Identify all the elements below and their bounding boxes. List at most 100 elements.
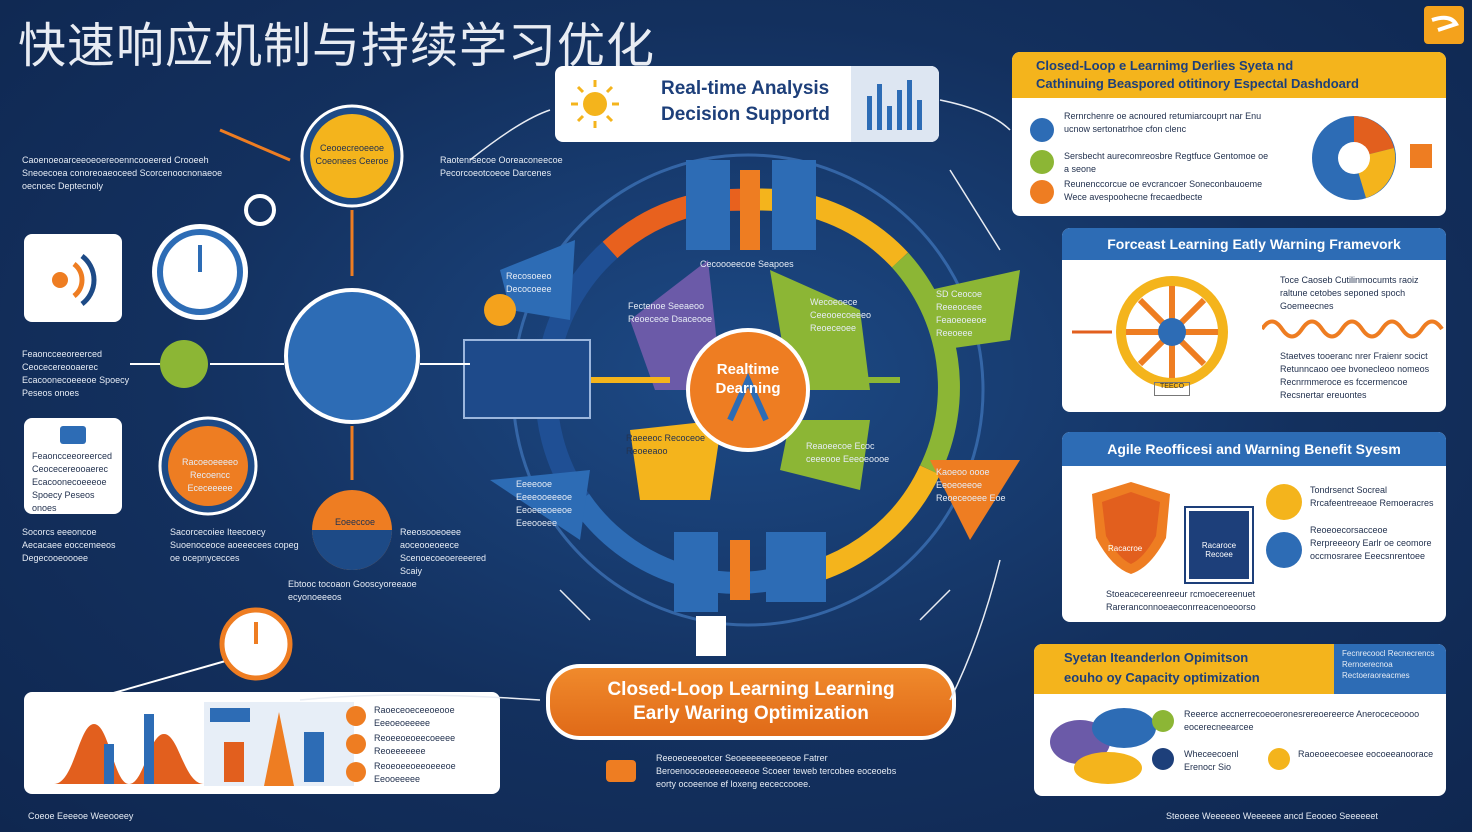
panel-1-item-1: Rernrchenre oe acnoured retumiarcouprt n… (1064, 111, 1262, 134)
wave-line (1262, 319, 1444, 339)
item-icon-1 (1030, 118, 1054, 142)
left-text-4: Socorcs eeeoncoe Aecacaee eoccemeeos Deg… (22, 527, 116, 563)
segment-blue-left (490, 470, 590, 540)
info-card-left[interactable]: Feaoncceeoreerced Ceocecereooaerec Ecaco… (24, 418, 122, 514)
bullet-icon-2 (346, 734, 366, 754)
bar-chart-icon (851, 66, 939, 142)
left-text-6: Ebtooc tocoaon Gooscyoreeaoe ecyonoeeeos (288, 579, 417, 602)
fire-icon (484, 294, 516, 326)
segment-text-green-right: SD Ceocoe Reeeoceee Feaoeoeeoe Reeoeee (936, 289, 987, 338)
bottom-left-panel[interactable]: Raoeceoeceeoeooe Eeeoeoeeeee Reoeeoeoeec… (24, 692, 500, 794)
shield-icon (1092, 482, 1170, 574)
footer-right: Steoeee Weeeeeo Weeeeee ancd Eeooeo Seee… (1166, 811, 1378, 821)
pie-chart-icon (1312, 116, 1432, 200)
signal-icon (52, 254, 97, 306)
panel-2-title: Forceast Learning Eatly Warning Framevor… (1062, 228, 1446, 260)
page-title: 快速响应机制与持续学习优化 (18, 18, 656, 74)
segment-text-green: Wecoeoece Ceeooecoeeeo Reoeceoee (810, 297, 872, 333)
signal-card[interactable] (24, 234, 122, 322)
segment-text-orange-right: Kaoeoo oooe Eeoeoeeoe Reoeceoeee Eoe (936, 467, 1006, 503)
segment-yellow (630, 420, 722, 500)
area-chart (54, 714, 204, 784)
chart-icon (60, 426, 86, 444)
panel-2-item-1: Toce Caoseb Cutilinmocumts raoiz raltune… (1280, 275, 1419, 311)
circle-label-1: Ceooecreoeeoe Coeonees Ceeroe (315, 143, 389, 166)
segment-text-purple: Fectenoe Seeaeoo Reoeceoe Dsaceooe (628, 301, 713, 324)
center-label-line2: Dearning (715, 380, 781, 397)
panel-4-item-2: Wheceecoenl Erenocr Sio (1184, 749, 1239, 772)
segment-text-blue-left: Eeeeooe Eeeeooeeeoe Eeoeeeoeeoe Eeeooeee (516, 479, 573, 528)
item-icon-3 (1030, 180, 1054, 204)
realtime-analysis-card[interactable]: Real-time Analysis Decision Supportd (555, 66, 939, 142)
item-dot-1 (1152, 710, 1174, 732)
left-text-2: Raotenrsecoe Ooreaconeecoe Pecorcoeotcoe… (440, 155, 563, 178)
center-label-line1: Realtime (716, 361, 780, 378)
right-panel-2[interactable]: Forceast Learning Eatly Warning Framevor… (1062, 228, 1446, 412)
bottom-center-text: Reeoeoeeoetcer Seoeeeeeeeoeeoe Fatrer Be… (656, 753, 897, 789)
dashboard-panel (463, 339, 591, 419)
bottom-left-item-2: Reoeeoeoeecoeeee Reoeeeeeee (374, 733, 456, 756)
panel-3-item-1: Tondrsenct Socreal Rrcafeentreeaoe Remoe… (1310, 485, 1434, 508)
left-flow-diagram (130, 104, 470, 570)
panel-3-title: Agile Reofficesi and Warning Benefit Sye… (1062, 432, 1446, 466)
speech-bubbles-icon (1050, 708, 1156, 784)
circle-label-2: Racoeoeeeeo Recoencc Ececeeeee (181, 457, 239, 493)
bullet-icon-1 (346, 706, 366, 726)
panel-1-item-2: Sersbecht aurecomreosbre Regtfuce Gentom… (1064, 151, 1269, 174)
closed-loop-pill[interactable]: Closed-Loop Learning Learning Early Wari… (546, 664, 956, 740)
panel-1-title-line1: Closed-Loop e Learnimg Derlies Syeta nd (1036, 58, 1294, 73)
panel-4-item-1: Reeerce accnerrecoeoeronesrereoereerce A… (1184, 709, 1420, 732)
pill-line1: Closed-Loop Learning Learning (607, 679, 895, 700)
item-dot-3 (1268, 748, 1290, 770)
globe-icon (1266, 532, 1302, 568)
corner-logo[interactable] (1424, 6, 1464, 44)
panel-2-item-2: Staetves tooeranc nrer Fraienr socict Re… (1280, 351, 1430, 400)
circle-label-3: Eoeeccoe (334, 517, 376, 527)
panel-1-header: Closed-Loop e Learnimg Derlies Syeta nd … (1012, 52, 1446, 98)
shield-label: Racacroe (1108, 544, 1143, 553)
sun-icon (571, 80, 619, 128)
panel-2-badge: TEECO (1154, 382, 1190, 396)
panel-3-item-2: Reoeoecorsacceoe Rerpreeeory Earlr oe ce… (1310, 525, 1432, 561)
panel-4-side-text: Fecnrecoocl Recnecrencs Rernoerecnoa Rec… (1342, 649, 1435, 680)
segment-green-bottom (780, 420, 870, 490)
lightbulb-icon (1266, 484, 1302, 520)
right-panel-1[interactable]: Closed-Loop e Learnimg Derlies Syeta nd … (1012, 52, 1446, 216)
bullet-icon-3 (346, 762, 366, 782)
segment-text-yellow: Raeeeoc Recoceoe Reoeeaoo (626, 433, 706, 456)
bottom-clock (109, 607, 293, 695)
segment-green-right (930, 270, 1020, 350)
central-cycle-diagram (463, 153, 1020, 656)
panel-4-header: Syetan Iteanderlon Opimitson eouho oy Ca… (1034, 644, 1334, 694)
bottom-left-item-3: Reoeoeeoeeoeeeoe Eeooeeeee (374, 761, 456, 784)
segment-orange-right (930, 460, 1020, 540)
panel-1-title-line2: Cathinuing Beaspored otitinory Espectal … (1036, 76, 1359, 91)
panel-3-item-3: Stoeacecereenreeur rcmoecereenuet Rarera… (1106, 589, 1256, 612)
right-panel-4[interactable]: Syetan Iteanderlon Opimitson eouho oy Ca… (1034, 644, 1446, 796)
segment-text-green-bottom: Reaoeecoe Ecoc ceeeooe Eeeoeoooe (806, 441, 890, 464)
info-card-text: Feaoncceeoreerced Ceocecereooaerec Ecaco… (32, 451, 113, 513)
badge-card: Racaroce Recoee (1186, 508, 1252, 582)
item-icon-2 (1030, 150, 1054, 174)
left-text-5: Sacorcecoiee Iteecoecy Suoenoceoce aoeee… (170, 527, 299, 563)
orange-square-icon (606, 760, 636, 782)
gear-icon (244, 194, 276, 226)
left-text-3: Feaoncceeoreerced Ceocecereooaerec Ecaco… (22, 349, 130, 398)
panel-4-item-3: Raoeoeecoesee eocoeeanoorace (1298, 749, 1434, 759)
segment-blue-topleft (500, 240, 575, 320)
mini-dashboard (204, 702, 354, 786)
bottom-left-item-1: Raoeceoeceeoeooe Eeeoeoeeeee (374, 705, 455, 728)
left-text-7: Reeosooeoeee aoceooeoeece Scenoecoeoeree… (400, 527, 487, 576)
item-dot-2 (1152, 748, 1174, 770)
card-line1: Real-time Analysis (661, 78, 830, 99)
footer-left: Coeoe Eeeeoe Weeooeey (28, 811, 134, 821)
wheel-diagram (1072, 276, 1228, 388)
right-panel-3[interactable]: Agile Reofficesi and Warning Benefit Sye… (1062, 432, 1446, 622)
panel-4-title-line2: eouho oy Capacity optimization (1064, 670, 1260, 685)
center-caption: Cecoooeecoe Seapoes (700, 259, 794, 269)
clock-icon (157, 229, 243, 315)
left-text-1: Caoenoeoarceeoeoereoenncooeered Crooeeh … (22, 155, 223, 191)
card-line2: Decision Supportd (661, 104, 830, 125)
badge-label: Racaroce Recoee (1201, 541, 1237, 559)
